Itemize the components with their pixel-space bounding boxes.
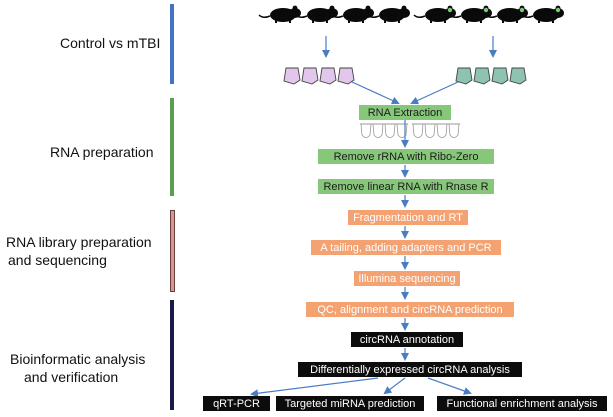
control-tissue-sample-icon — [283, 67, 355, 85]
sample-tube-icon — [359, 123, 461, 138]
mtbi-mouse-icon — [449, 4, 493, 24]
step-qrt-pcr: qRT-PCR — [203, 396, 270, 411]
section-label-bioinfo-line2: and verification — [24, 369, 119, 385]
section-bar-library — [170, 210, 175, 292]
section-bar-rna-prep — [170, 98, 174, 196]
control-mouse-icon — [367, 4, 411, 24]
section-label-library-line2: and sequencing — [8, 252, 107, 268]
step-functional-enrichment: Functional enrichment analysis — [437, 396, 607, 411]
mtbi-mouse-icon — [413, 4, 457, 24]
step-mirna-prediction: Targeted miRNA prediction — [276, 396, 424, 411]
step-qc-alignment: QC, alignment and circRNA prediction — [306, 302, 514, 317]
mtbi-tissue-sample-icon — [455, 67, 527, 85]
section-label-library-line1: RNA library preparation — [6, 234, 152, 250]
step-remove-linear-rna: Remove linear RNA with Rnase R — [318, 179, 494, 194]
step-differential-expression: Differentially expressed circRNA analysi… — [298, 362, 522, 377]
step-remove-rrna: Remove rRNA with Ribo-Zero — [318, 149, 494, 164]
step-circrna-annotation: circRNA annotation — [351, 332, 463, 347]
step-fragmentation: Fragmentation and RT — [348, 210, 468, 225]
section-label-rna-prep: RNA preparation — [50, 144, 154, 160]
step-illumina-sequencing: Illumina sequencing — [354, 271, 460, 286]
step-rna-extraction: RNA Extraction — [359, 105, 451, 120]
mtbi-mouse-icon — [485, 4, 529, 24]
control-mouse-icon — [295, 4, 339, 24]
section-bar-bioinfo — [170, 300, 174, 410]
mtbi-mouse-icon — [521, 4, 565, 24]
section-bar-control — [170, 4, 174, 84]
control-mouse-icon — [331, 4, 375, 24]
step-a-tailing: A tailing, adding adapters and PCR — [311, 240, 501, 255]
section-label-bioinfo-line1: Bioinformatic analysis — [10, 351, 146, 367]
control-mouse-icon — [258, 4, 302, 24]
section-label-control: Control vs mTBI — [60, 35, 161, 51]
